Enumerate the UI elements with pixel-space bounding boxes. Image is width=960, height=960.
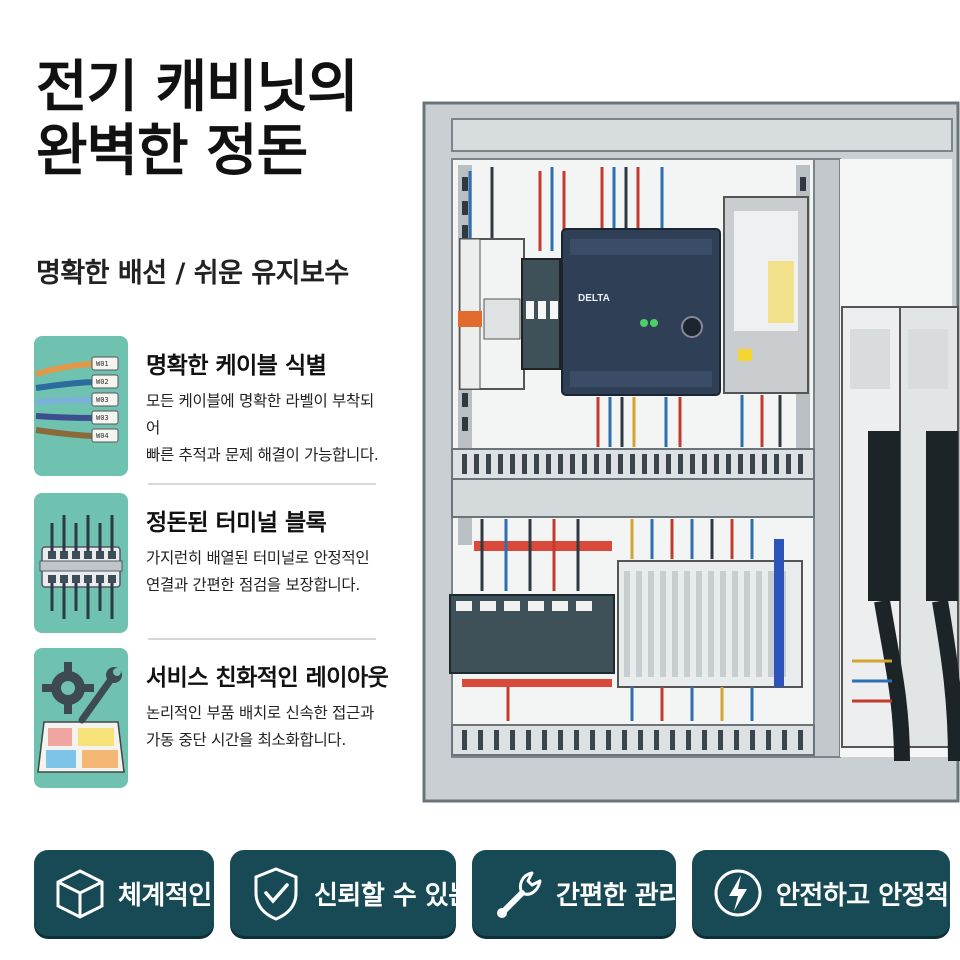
- cable-label: W03: [96, 414, 109, 422]
- gear-wrench-layout-icon: [34, 648, 128, 788]
- lightning-icon: [714, 869, 762, 917]
- wrench-icon: [497, 871, 542, 918]
- box-icon: [56, 869, 104, 919]
- feature-service-layout: 서비스 친화적인 레이아웃 논리적인 부품 배치로 신속한 접근과 가동 중단 …: [34, 648, 389, 788]
- feature-cable-identification: W01 W02 W03 W03 W04 명확한 케이블 식별 모든 케이블에 명…: [34, 336, 384, 476]
- badge-label: 신뢰할 수 있는: [314, 880, 472, 911]
- feature-title: 명확한 케이블 식별: [146, 353, 327, 379]
- badge-label: 안전하고 안정적인: [776, 880, 960, 911]
- feature-desc-line: 연결과 간편한 점검을 보장합니다.: [146, 576, 360, 594]
- labeled-cables-icon: W01 W02 W03 W03 W04: [34, 336, 128, 476]
- feature-description: 모든 케이블에 명확한 라벨이 부착되어 빠른 추적과 문제 해결이 가능합니다…: [146, 388, 386, 469]
- terminal-block-icon: [34, 493, 128, 633]
- feature-title: 정돈된 터미널 블록: [146, 510, 327, 536]
- feature-title: 서비스 친화적인 레이아웃: [146, 665, 389, 691]
- feature-description: 가지런히 배열된 터미널로 안정적인 연결과 간편한 점검을 보장합니다.: [146, 545, 386, 599]
- shield-check-icon: [254, 867, 298, 921]
- title-line-2: 완벽한 정돈: [36, 119, 308, 184]
- electrical-cabinet-illustration: DELTA: [422, 101, 960, 803]
- cable-label: W01: [96, 360, 109, 368]
- badge-safe-stable: 안전하고 안정적인: [692, 850, 960, 936]
- feature-badges-bar: 체계적인 신뢰할 수 있는 간편한 관리 안전하고 안정적인: [34, 850, 960, 936]
- cable-label: W03: [96, 396, 109, 404]
- divider: [148, 638, 376, 640]
- divider: [148, 483, 376, 485]
- feature-description: 논리적인 부품 배치로 신속한 접근과 가동 중단 시간을 최소화합니다.: [146, 700, 386, 754]
- badge-easy-management: 간편한 관리: [472, 850, 682, 936]
- feature-desc-line: 모든 케이블에 명확한 라벨이 부착되어: [146, 392, 374, 437]
- feature-desc-line: 논리적인 부품 배치로 신속한 접근과: [146, 704, 374, 722]
- title-line-1: 전기 캐비닛의: [36, 55, 359, 120]
- badge-label: 간편한 관리: [556, 880, 682, 911]
- cable-label: W04: [96, 432, 109, 440]
- feature-desc-line: 가지런히 배열된 터미널로 안정적인: [146, 549, 370, 567]
- page-subtitle: 명확한 배선 / 쉬운 유지보수: [36, 258, 349, 289]
- plc-brand-label: DELTA: [578, 293, 610, 304]
- feature-desc-line: 빠른 추적과 문제 해결이 가능합니다.: [146, 446, 379, 464]
- badge-reliable: 신뢰할 수 있는: [230, 850, 472, 936]
- feature-desc-line: 가동 중단 시간을 최소화합니다.: [146, 731, 346, 749]
- cable-label: W02: [96, 378, 109, 386]
- feature-terminal-blocks: 정돈된 터미널 블록 가지런히 배열된 터미널로 안정적인 연결과 간편한 점검…: [34, 493, 384, 633]
- badge-label: 체계적인: [118, 880, 212, 911]
- badge-organized: 체계적인: [34, 850, 214, 936]
